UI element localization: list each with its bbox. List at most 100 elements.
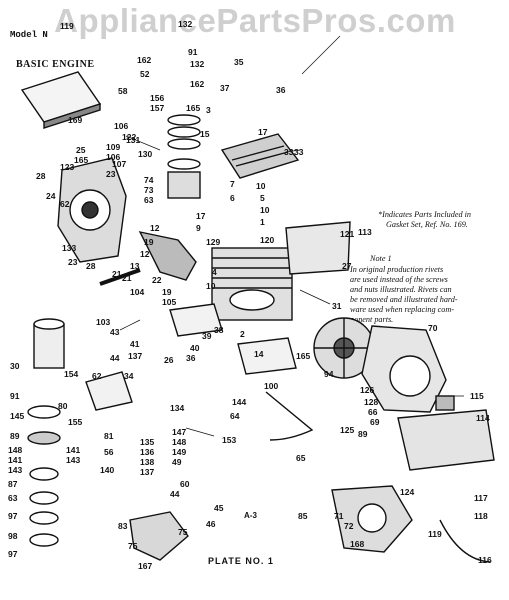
part-number: 137 <box>128 351 143 361</box>
part-number: 131 <box>126 135 141 145</box>
part-number: 9 <box>196 223 201 233</box>
part-number: 25 <box>76 145 86 155</box>
part-number: 21 <box>122 273 132 283</box>
part-number: 24 <box>46 191 56 201</box>
part-number: 137 <box>140 467 155 477</box>
part-number: 33 <box>284 147 294 157</box>
part-number: 130 <box>138 149 153 159</box>
part-number: 120 <box>260 235 275 245</box>
part-number: 27 <box>342 261 352 271</box>
part-number: 167 <box>138 561 153 571</box>
oil-filter <box>33 318 65 369</box>
part-number: 73 <box>144 185 154 195</box>
part-number: 39 <box>202 331 212 341</box>
part-number: 113 <box>358 227 372 237</box>
governor-gears <box>27 405 61 547</box>
part-number: 56 <box>104 447 114 457</box>
model-label: Model N <box>10 30 48 40</box>
part-number: 45 <box>214 503 224 513</box>
part-number: 34 <box>124 371 134 381</box>
part-number: 128 <box>364 397 379 407</box>
part-number: 41 <box>130 339 140 349</box>
part-number: 28 <box>36 171 46 181</box>
part-number: 154 <box>64 369 79 379</box>
part-number: 126 <box>360 385 375 395</box>
part-number: 49 <box>172 457 182 467</box>
recoil-starter <box>331 485 413 553</box>
part-number: 23 <box>106 169 116 179</box>
part-number: 62 <box>92 371 102 381</box>
heat-shield <box>285 221 351 275</box>
part-number: 117 <box>474 493 488 503</box>
part-number: 37 <box>220 83 230 93</box>
part-number: 81 <box>104 431 114 441</box>
part-number: 46 <box>206 519 216 529</box>
part-number: 44 <box>170 489 180 499</box>
part-number: 153 <box>222 435 237 445</box>
part-number: 12 <box>150 223 160 233</box>
part-number: 138 <box>140 457 155 467</box>
part-number: 5 <box>260 193 265 203</box>
part-number: 165 <box>296 351 311 361</box>
part-number: 157 <box>150 103 165 113</box>
part-number: 144 <box>232 397 247 407</box>
section-title: BASIC ENGINE <box>16 59 95 70</box>
part-number: 22 <box>152 275 162 285</box>
part-number: 31 <box>332 301 342 311</box>
part-number: 87 <box>8 479 18 489</box>
flywheel <box>313 317 375 379</box>
part-number: 97 <box>8 511 18 521</box>
part-number: 12 <box>140 249 150 259</box>
note1-line: ware used when replacing com- <box>350 305 454 314</box>
note1-line: be removed and illustrated hard- <box>350 295 458 304</box>
part-number: 40 <box>190 343 200 353</box>
part-number: 85 <box>298 511 308 521</box>
part-number: 10 <box>260 205 270 215</box>
part-number: 168 <box>350 539 365 549</box>
part-number: 60 <box>180 479 190 489</box>
part-number: 75 <box>128 541 138 551</box>
part-number: 97 <box>8 549 18 559</box>
legend-note-line1: *Indicates Parts Included in <box>378 210 472 219</box>
note1-line: In original production rivets <box>350 265 444 274</box>
part-number: 91 <box>188 47 198 57</box>
part-number: 65 <box>296 453 306 463</box>
part-number: 7 <box>230 179 235 189</box>
part-number: 64 <box>230 411 240 421</box>
part-number: 1 <box>260 217 265 227</box>
part-number: 134 <box>170 403 185 413</box>
part-number: 6 <box>230 193 235 203</box>
part-number: 91 <box>10 391 20 401</box>
part-number: 14 <box>254 349 264 359</box>
part-number: 69 <box>370 417 380 427</box>
watermark: AppliancePartsPros.com <box>54 2 456 39</box>
part-number: 70 <box>428 323 438 333</box>
part-number: 162 <box>137 55 152 65</box>
part-number: 62 <box>60 199 70 209</box>
part-number: 122 <box>122 132 137 142</box>
part-number: 109 <box>106 142 121 152</box>
part-number: 80 <box>58 401 68 411</box>
part-number: 21 <box>112 269 122 279</box>
piston-rings <box>167 114 201 199</box>
cylinder-head <box>220 133 300 179</box>
blower-housing <box>361 325 447 413</box>
note1-line: ponent parts. <box>350 315 394 324</box>
part-number: 165 <box>74 155 89 165</box>
part-number: 28 <box>86 261 96 271</box>
part-number: 100 <box>264 381 279 391</box>
part-number: 119 <box>428 529 442 539</box>
part-number: 63 <box>144 195 154 205</box>
part-number: 133 <box>62 243 77 253</box>
legend-note-line2: Gasket Set, Ref. No. 169. <box>386 220 468 229</box>
crankshaft <box>99 231 197 286</box>
cylinder-block <box>211 247 293 321</box>
part-number: 75 <box>178 527 188 537</box>
part-number: 132 <box>178 19 193 29</box>
part-number: 10 <box>256 181 266 191</box>
part-number: 74 <box>144 175 154 185</box>
part-number: 118 <box>474 511 488 521</box>
part-number: 44 <box>110 353 120 363</box>
part-number: 106 <box>114 121 129 131</box>
